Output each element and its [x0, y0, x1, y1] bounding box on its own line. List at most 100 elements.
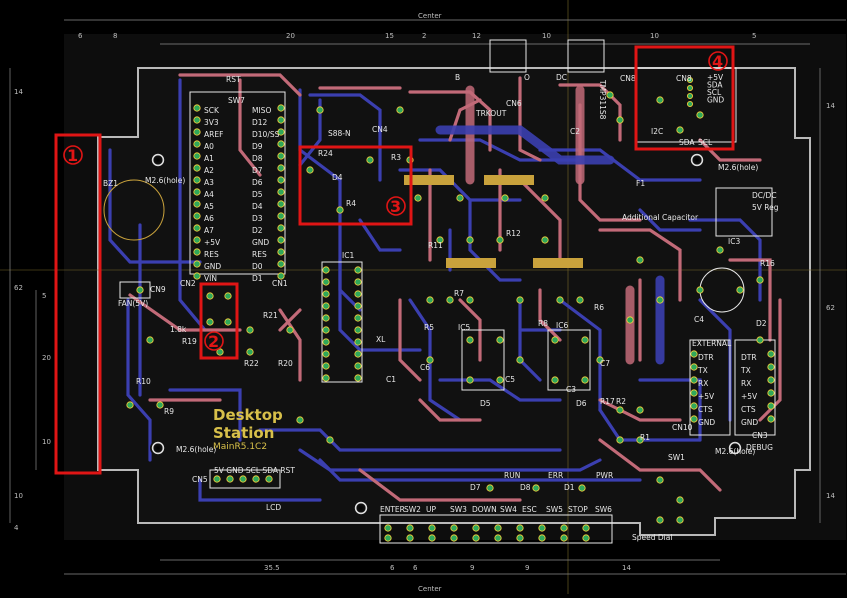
label-sda: SDA — [679, 138, 695, 147]
label-d1: D1 — [564, 483, 575, 492]
label-cn4: CN4 — [372, 125, 388, 134]
label-scl: SCL — [698, 138, 713, 147]
arduino-left-pin-label: +5V — [204, 238, 221, 247]
arduino-right-pin-label: D3 — [252, 214, 263, 223]
silkscreen-pin-labels: SCK3V3AREFA0A1A2A3A4A5A6A7+5VRESGNDVINMI… — [204, 73, 758, 514]
label-dcdc-sub: 5V Reg — [752, 203, 779, 212]
button-label: UP — [426, 505, 436, 514]
label-hole-bottom-right: M2.6(hole) — [715, 447, 755, 456]
dimension-left-mark: 10 — [14, 492, 23, 500]
highlight-number-3: 3 — [390, 197, 401, 216]
arduino-right-pin-label: D6 — [252, 178, 263, 187]
dimension-bottom-center: Center — [418, 585, 442, 593]
dimension-top-mark: 5 — [752, 32, 756, 40]
label-r12: R12 — [506, 229, 521, 238]
label-sw1: SW1 — [668, 453, 685, 462]
silkscreen-labels: RST SW7 CN2 CN1 BZ1 M2.6(hole) CN9 FAN(5… — [103, 73, 779, 542]
component-outlines — [103, 39, 776, 544]
logo-line2: Station — [213, 424, 274, 442]
dimension-left-mark: 20 — [42, 354, 51, 362]
arduino-right-pin-label: D12 — [252, 118, 268, 127]
arduino-right-pin-label: GND — [252, 238, 269, 247]
label-hole-left: M2.6(hole) — [145, 176, 185, 185]
dimension-top-mark: 10 — [542, 32, 551, 40]
dimension-top-mark: 12 — [472, 32, 481, 40]
arduino-left-pin-label: GND — [204, 262, 221, 271]
label-ic3: IC3 — [728, 237, 740, 246]
label-r5: R5 — [424, 323, 434, 332]
label-rst: RST — [226, 75, 241, 84]
button-label: SW5 — [546, 505, 563, 514]
dimension-top-mark: 15 — [385, 32, 394, 40]
logo-line1: Desktop — [213, 406, 283, 424]
label-ic6: IC6 — [556, 321, 568, 330]
dimension-bottom-mark: 35.5 — [264, 564, 280, 572]
dimension-left-mark: 10 — [42, 438, 51, 446]
label-lcd: LCD — [266, 503, 281, 512]
i2c-pin-label: SDA — [707, 81, 723, 90]
button-label: SW4 — [500, 505, 517, 514]
dimension-left-mark: 14 — [14, 88, 23, 96]
label-ic5: IC5 — [458, 323, 470, 332]
label-r6: R6 — [594, 303, 604, 312]
label-trkout: TRKOUT — [475, 109, 507, 118]
label-i2c: I2C — [651, 127, 663, 136]
label-r11: R11 — [428, 241, 443, 250]
label-cn8-top: CN8 — [620, 74, 636, 83]
pads — [126, 77, 775, 542]
debug-pin-label: +5V — [741, 392, 758, 401]
label-r3: R3 — [391, 153, 401, 162]
highlight-box-1 — [54, 133, 102, 475]
dimension-top-mark: 10 — [650, 32, 659, 40]
external-pin-label: RX — [698, 379, 708, 388]
label-d4: D4 — [332, 173, 343, 182]
label-r9: R9 — [164, 407, 174, 416]
label-r19: R19 — [182, 337, 197, 346]
label-c6: C6 — [420, 363, 430, 372]
label-hole-bottom-left: M2.6(hole) — [176, 445, 216, 454]
arduino-left-pin-label: A4 — [204, 190, 214, 199]
label-d6: D6 — [576, 399, 587, 408]
dimension-left-mark: 5 — [42, 292, 46, 300]
arduino-left-pin-label: A3 — [204, 178, 214, 187]
label-r8: R8 — [538, 319, 548, 328]
i2c-pin-label: +5V — [707, 73, 724, 82]
label-r22: R22 — [244, 359, 259, 368]
label-s88n: S88-N — [328, 129, 351, 138]
dimension-top-mark: 2 — [422, 32, 426, 40]
board-outline — [97, 67, 811, 536]
label-o: O — [524, 73, 530, 82]
dimension-right-mark: 14 — [826, 492, 835, 500]
label-d8: D8 — [520, 483, 531, 492]
highlight-box-4 — [634, 45, 735, 151]
highlight-number-1: 1 — [67, 146, 78, 165]
dimension-top-mark: 20 — [286, 32, 295, 40]
logo-line3: MainR5.1C2 — [213, 442, 267, 452]
debug-pin-label: CTS — [741, 405, 756, 414]
arduino-left-pin-label: AREF — [204, 130, 223, 139]
label-c4: C4 — [694, 315, 704, 324]
arduino-right-pin-label: D7 — [252, 166, 263, 175]
label-additional-capacitor: Additional Capacitor — [622, 213, 699, 222]
button-label: ENTER — [380, 505, 405, 514]
label-f1: F1 — [636, 179, 645, 188]
arduino-right-pin-label: D2 — [252, 226, 263, 235]
label-r18: 1.8k — [170, 325, 187, 334]
arduino-right-pin-label: D8 — [252, 154, 263, 163]
label-cn6: CN6 — [506, 99, 522, 108]
label-cn3: CN3 — [752, 431, 768, 440]
arduino-left-pin-label: SCK — [204, 106, 220, 115]
label-d7: D7 — [470, 483, 481, 492]
label-ic1: IC1 — [342, 251, 354, 260]
label-external: EXTERNAL — [692, 339, 732, 348]
mounting-holes — [150, 152, 743, 516]
label-cn10: CN10 — [672, 423, 693, 432]
arduino-left-pin-label: A5 — [204, 202, 214, 211]
board-logo: Desktop Station MainR5.1C2 — [213, 406, 283, 452]
label-c5: C5 — [505, 375, 515, 384]
label-c3: C3 — [566, 385, 576, 394]
label-c1: C1 — [386, 375, 396, 384]
